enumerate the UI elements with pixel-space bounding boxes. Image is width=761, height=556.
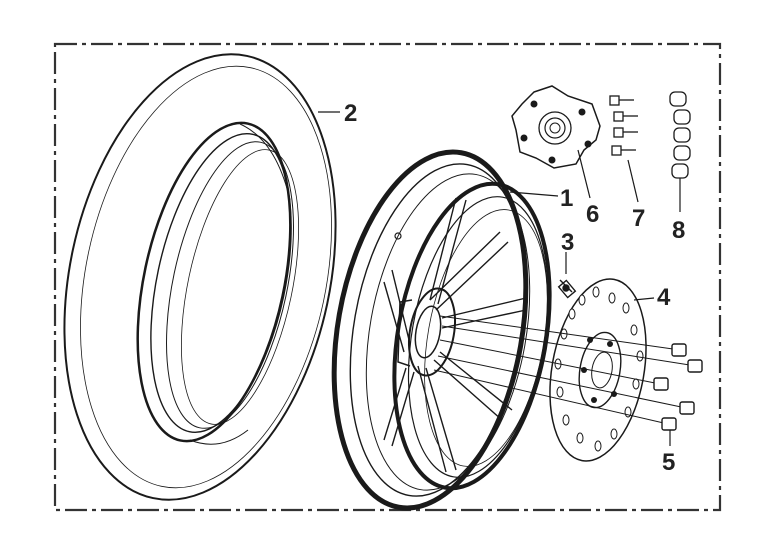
disc-bolts-part	[653, 343, 703, 431]
tire-part	[63, 53, 337, 501]
diagram-frame	[53, 42, 722, 512]
dampers-part	[669, 91, 691, 179]
rim-part	[331, 149, 552, 511]
brake-disc-part	[549, 278, 647, 462]
callout-rim: 1	[560, 185, 573, 212]
callout-valve: 3	[561, 229, 574, 256]
leader-lines	[318, 111, 681, 446]
valve-part	[557, 279, 577, 299]
callout-tire: 2	[344, 100, 357, 127]
callout-disc: 4	[657, 284, 671, 311]
callout-disc-bolt: 5	[662, 449, 675, 476]
hub-flange-part	[511, 85, 601, 169]
callout-flange-bolt: 7	[632, 205, 645, 232]
assembly-guide-lines	[433, 315, 697, 425]
callout-damper: 8	[672, 217, 685, 244]
callout-hub-flange: 6	[586, 201, 599, 228]
flange-bolts-part	[609, 95, 638, 156]
